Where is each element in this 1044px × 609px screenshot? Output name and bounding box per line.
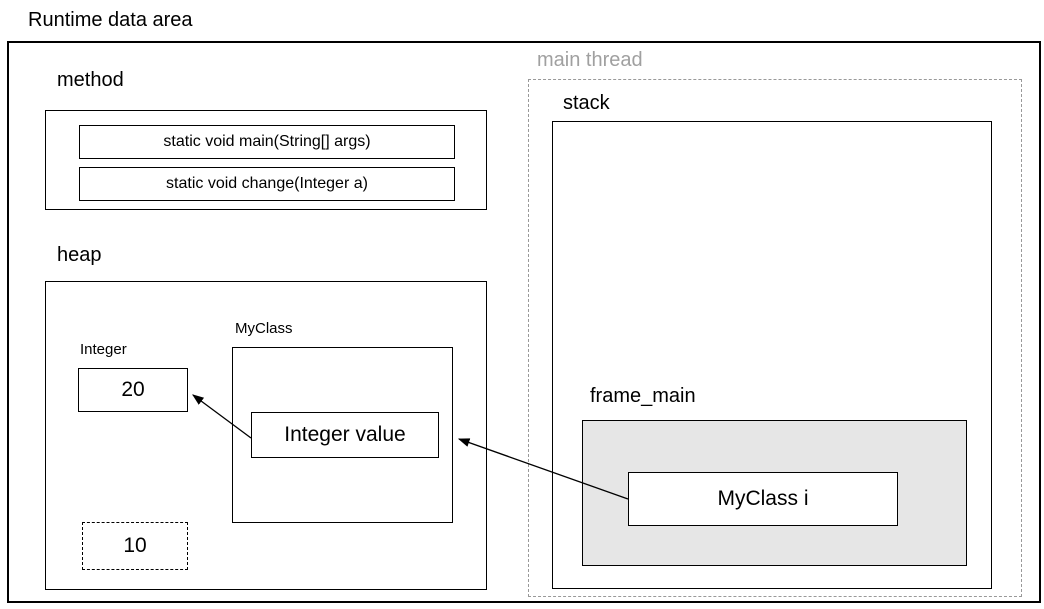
unreferenced-object-value: 10 [123,534,147,557]
integer-value-field-box: Integer value [251,412,439,458]
method-area-label: method [57,69,124,91]
integer-object-box: 20 [78,368,188,412]
unreferenced-object-box: 10 [82,522,188,570]
integer-object-value: 20 [121,378,145,401]
method-entry-main-label: static void main(String[] args) [163,133,371,150]
myclass-variable-label: MyClass i [717,487,809,510]
method-entry-change: static void change(Integer a) [79,167,455,201]
integer-type-label: Integer [80,341,127,358]
heap-area-box [45,281,487,590]
runtime-area-box [7,41,1041,603]
method-entry-change-label: static void change(Integer a) [166,175,368,192]
main-thread-label: main thread [537,49,643,71]
integer-value-field-label: Integer value [284,423,406,446]
heap-area-label: heap [57,244,102,266]
diagram-title: Runtime data area [28,9,193,31]
frame-main-label: frame_main [590,385,696,407]
stack-box [552,121,992,589]
myclass-type-label: MyClass [235,320,293,337]
method-entry-main: static void main(String[] args) [79,125,455,159]
myclass-variable-box: MyClass i [628,472,898,526]
main-thread-box [528,79,1022,597]
method-area-box [45,110,487,210]
stack-label: stack [563,92,610,114]
